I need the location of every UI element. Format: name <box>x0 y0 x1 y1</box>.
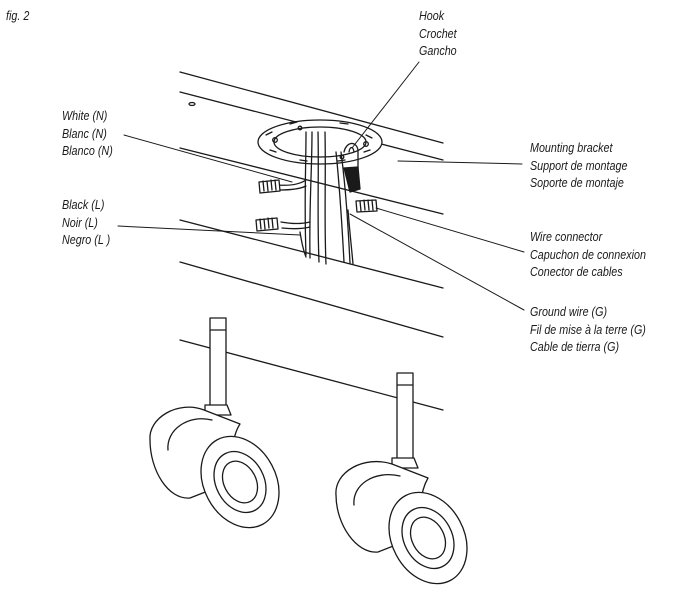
hook-label-fr: Crochet <box>419 26 457 41</box>
leader-lines <box>117 61 525 311</box>
ground-wire-label: Ground wire (G) Fil de mise à la terre (… <box>530 304 646 357</box>
mounting-bracket-label: Mounting bracket Support de montage Sopo… <box>530 140 627 193</box>
black-wire-label-fr: Noir (L) <box>62 215 98 230</box>
wire-connector-label-es: Conector de cables <box>530 265 623 279</box>
wire-connector-caps <box>255 179 378 232</box>
mounting-bracket-label-es: Soporte de montaje <box>530 176 624 190</box>
mounting-bracket-drawing <box>257 119 383 165</box>
white-wire-label-fr: Blanc (N) <box>62 126 107 141</box>
hook-label-es: Gancho <box>419 44 457 58</box>
white-wire-label-es: Blanco (N) <box>62 144 113 158</box>
ground-wire-label-en: Ground wire (G) <box>530 305 608 319</box>
wire-connector-label: Wire connector Capuchon de connexion Con… <box>530 229 646 282</box>
figure-label: fig. 2 <box>6 9 30 23</box>
ceiling-lines <box>179 71 444 338</box>
spotlight-right <box>335 372 468 585</box>
ground-wire-label-es: Cable de tierra (G) <box>530 340 620 354</box>
white-wire-label: White (N) Blanc (N) Blanco (N) <box>62 108 113 161</box>
spotlight-left <box>149 317 280 529</box>
ground-wire-label-fr: Fil de mise à la terre (G) <box>530 322 646 337</box>
wire-connector-label-fr: Capuchon de connexion <box>530 247 646 262</box>
black-wire-label: Black (L) Noir (L) Negro (L ) <box>62 197 110 250</box>
black-wire-label-es: Negro (L ) <box>62 233 111 247</box>
hook-drawing <box>343 142 361 193</box>
wire-bundle <box>277 131 354 265</box>
wire-connector-label-en: Wire connector <box>530 230 603 244</box>
black-wire-label-en: Black (L) <box>62 198 105 212</box>
mounting-bracket-label-fr: Support de montage <box>530 158 628 173</box>
white-wire-label-en: White (N) <box>62 109 108 123</box>
hook-label: Hook Crochet Gancho <box>419 8 457 61</box>
hook-label-en: Hook <box>419 9 445 23</box>
mounting-bracket-label-en: Mounting bracket <box>530 141 613 155</box>
